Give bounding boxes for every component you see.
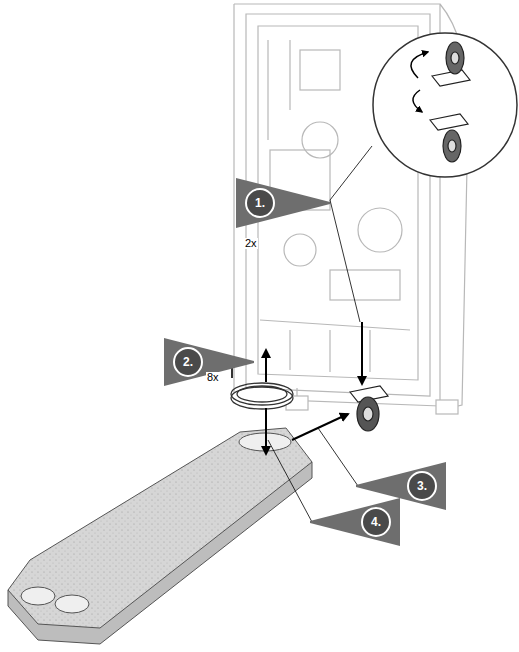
motion-arrows: [266, 322, 362, 454]
flag-wedge: [356, 462, 446, 510]
ring-flange: [231, 364, 293, 409]
callout-circle: [408, 472, 436, 500]
callout-circle: [362, 508, 390, 536]
callout-flag: 1.: [236, 178, 330, 228]
callout-circle: [174, 348, 202, 376]
caster-wheel: [350, 386, 388, 431]
callout-flag: 4.: [310, 498, 400, 546]
callout-number: 4.: [371, 516, 381, 528]
flag-shape: [356, 462, 446, 510]
flag-wedge: [164, 338, 254, 386]
flag-wedge: [310, 498, 400, 546]
detail-magnifier: [373, 33, 517, 177]
flag-shape: [310, 498, 400, 546]
flag-shape: [236, 178, 330, 228]
quantity-label: 8x: [206, 372, 220, 383]
callout-number: 2.: [183, 356, 193, 368]
callout-number: 3.: [417, 480, 427, 492]
base-plate: [8, 428, 312, 644]
flag-wedge: [236, 178, 330, 228]
callout-number: 1.: [255, 197, 265, 209]
callout-flag: 3.: [356, 462, 446, 510]
callout-circle: [246, 189, 274, 217]
quantity-label: 2x: [244, 238, 258, 249]
